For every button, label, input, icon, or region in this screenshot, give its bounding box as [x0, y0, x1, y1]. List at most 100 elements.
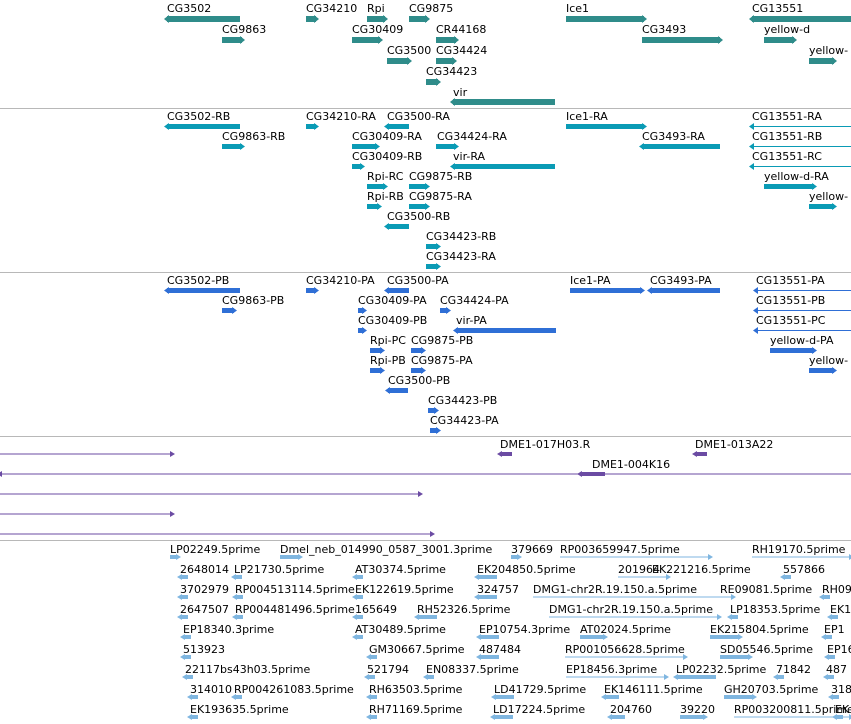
ests-feature-label[interactable]: RH63503.5prime — [369, 683, 463, 696]
transcripts-feature-label[interactable]: CG34210-RA — [306, 110, 376, 123]
transcripts-feature-label[interactable]: CG34423-RA — [426, 250, 496, 263]
ests-feature-label[interactable]: 324757 — [477, 583, 519, 596]
feature-glyph[interactable] — [752, 286, 851, 295]
feature-glyph[interactable] — [276, 553, 304, 561]
feature-glyph[interactable] — [473, 593, 501, 601]
ests-feature-label[interactable]: Dmel_neb_014990_0587_3001.3prime — [280, 543, 493, 556]
feature-glyph[interactable] — [646, 286, 724, 295]
feature-glyph[interactable] — [706, 633, 744, 641]
genes-feature-label[interactable]: CG3500 — [387, 44, 432, 57]
transcripts-feature-label[interactable]: CG9863-RB — [222, 130, 286, 143]
feature-glyph[interactable] — [752, 306, 851, 315]
ests-feature-label[interactable]: EP10754.3prime — [479, 623, 571, 636]
ests-feature-label[interactable]: EK193635.5prime — [190, 703, 289, 716]
proteins-feature-label[interactable]: Rpi-PB — [370, 354, 406, 367]
ests-feature-label[interactable]: 557866 — [783, 563, 825, 576]
ests-feature-label[interactable]: LD17224.5prime — [493, 703, 586, 716]
transcripts-feature-label[interactable]: CG3502-RB — [167, 110, 231, 123]
ests-feature-label[interactable]: EK — [835, 703, 850, 716]
transcripts-feature-label[interactable]: CG9875-RA — [409, 190, 472, 203]
feature-glyph[interactable] — [831, 713, 847, 721]
feature-glyph[interactable] — [475, 653, 503, 661]
ests-feature-label[interactable]: 487 — [826, 663, 847, 676]
feature-glyph[interactable] — [302, 122, 320, 131]
genes-feature-label[interactable]: Rpi — [367, 2, 385, 15]
feature-glyph[interactable] — [186, 693, 202, 701]
feature-glyph[interactable] — [748, 122, 851, 131]
feature-glyph[interactable] — [766, 346, 818, 355]
ests-feature-label[interactable]: EP18456.3prime — [566, 663, 658, 676]
ests-feature-label[interactable]: 314010 — [190, 683, 232, 696]
feature-glyph[interactable] — [672, 673, 720, 681]
ests-feature-label[interactable]: LP02249.5prime — [170, 543, 261, 556]
feature-glyph[interactable] — [432, 56, 458, 66]
feature-glyph[interactable] — [772, 673, 788, 681]
feature-glyph[interactable] — [348, 142, 381, 151]
genes-feature-label[interactable]: CR44168 — [436, 23, 487, 36]
feature-glyph[interactable] — [407, 346, 427, 355]
feature-glyph[interactable] — [218, 142, 246, 151]
feature-glyph[interactable] — [496, 450, 516, 458]
feature-glyph[interactable] — [348, 35, 384, 45]
feature-glyph[interactable] — [186, 713, 202, 721]
ests-feature-label[interactable]: EK1 — [830, 603, 851, 616]
genes-feature-label[interactable]: yellow-d — [764, 23, 811, 36]
ests-feature-label[interactable]: EK122619.5prime — [355, 583, 454, 596]
feature-glyph[interactable] — [562, 673, 670, 681]
transcripts-feature-label[interactable]: CG3500-RB — [387, 210, 451, 223]
feature-glyph[interactable] — [218, 306, 238, 315]
feature-glyph[interactable] — [452, 326, 560, 335]
transcripts-feature-label[interactable]: yellow- — [809, 190, 849, 203]
ests-feature-label[interactable]: 165649 — [355, 603, 397, 616]
feature-glyph[interactable] — [0, 470, 851, 478]
proteins-feature-label[interactable]: CG34423-PA — [430, 414, 499, 427]
feature-glyph[interactable] — [365, 713, 381, 721]
ests-feature-label[interactable]: 22117bs43h03.5prime — [185, 663, 311, 676]
ests-feature-label[interactable]: RH52326.5prime — [417, 603, 511, 616]
feature-glyph[interactable] — [752, 326, 851, 335]
feature-glyph[interactable] — [383, 56, 413, 66]
feature-glyph[interactable] — [748, 14, 851, 24]
genes-feature-label[interactable]: CG34210 — [306, 2, 358, 15]
feature-glyph[interactable] — [449, 162, 559, 171]
ests-feature-label[interactable]: RH19170.5prime — [752, 543, 846, 556]
feature-glyph[interactable] — [163, 122, 244, 131]
ests-feature-label[interactable]: DMG1-chr2R.19.150.a.5prime — [533, 583, 698, 596]
feature-glyph[interactable] — [413, 613, 441, 621]
feature-glyph[interactable] — [638, 35, 724, 45]
ests-feature-label[interactable]: 318 — [831, 683, 851, 696]
feature-glyph[interactable] — [422, 242, 442, 251]
ests-feature-label[interactable]: RH09 — [822, 583, 851, 596]
feature-glyph[interactable] — [614, 573, 672, 581]
ests-feature-label[interactable]: 2648014 — [180, 563, 229, 576]
feature-glyph[interactable] — [354, 306, 368, 315]
feature-glyph[interactable] — [218, 35, 246, 45]
feature-glyph[interactable] — [562, 122, 648, 131]
clones-feature-label[interactable]: DME1-004K16 — [592, 458, 671, 471]
feature-glyph[interactable] — [384, 386, 412, 395]
ests-feature-label[interactable]: RP003200811.5prime — [734, 703, 851, 716]
feature-glyph[interactable] — [302, 14, 320, 24]
feature-glyph[interactable] — [545, 613, 723, 621]
ests-feature-label[interactable]: LP21730.5prime — [234, 563, 325, 576]
ests-feature-label[interactable]: EK204850.5prime — [477, 563, 576, 576]
feature-glyph[interactable] — [760, 182, 818, 191]
feature-glyph[interactable] — [176, 613, 192, 621]
genes-feature-label[interactable]: CG34424 — [436, 44, 488, 57]
feature-glyph[interactable] — [176, 593, 192, 601]
genes-feature-label[interactable]: CG34423 — [426, 65, 478, 78]
feature-glyph[interactable] — [826, 613, 842, 621]
feature-glyph[interactable] — [422, 77, 442, 87]
ests-feature-label[interactable]: RP004481496.5prime — [235, 603, 355, 616]
feature-glyph[interactable] — [820, 633, 836, 641]
feature-glyph[interactable] — [366, 366, 386, 375]
transcripts-feature-label[interactable]: yellow-d-RA — [764, 170, 829, 183]
feature-glyph[interactable] — [383, 122, 413, 131]
transcripts-feature-label[interactable]: CG34424-RA — [437, 130, 507, 143]
feature-glyph[interactable] — [748, 162, 851, 171]
feature-glyph[interactable] — [351, 613, 367, 621]
feature-glyph[interactable] — [231, 593, 247, 601]
genes-feature-label[interactable]: Ice1 — [566, 2, 590, 15]
feature-glyph[interactable] — [354, 326, 368, 335]
feature-glyph[interactable] — [0, 490, 424, 498]
